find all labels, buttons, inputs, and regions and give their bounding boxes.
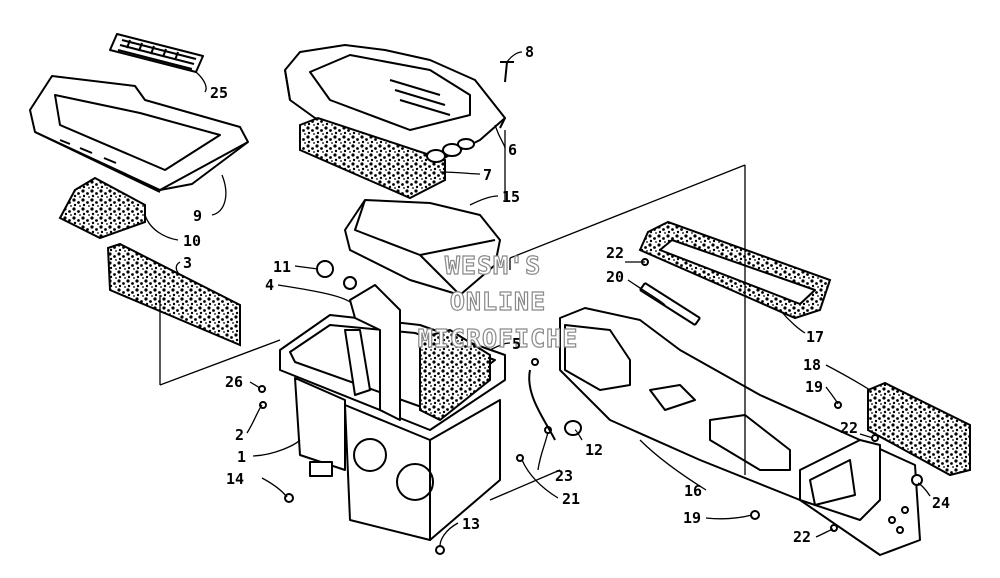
callout-8: 8 [525,43,534,61]
callout-18-right: 18 [803,356,821,374]
callout-17: 17 [806,328,824,346]
callout-7: 7 [483,166,492,184]
part-17-gasket [638,220,832,320]
watermark: WESM'S ONLINE MICROFICHE [417,250,579,353]
callout-3: 3 [183,254,192,272]
part-9-cover-plate [29,75,249,193]
callout-4: 4 [265,276,274,294]
callout-22-bottom: 22 [793,528,811,546]
part-18-rear-foam [867,381,971,477]
callout-26: 26 [225,373,243,391]
callout-12: 12 [585,441,603,459]
callout-15: 15 [502,188,520,206]
callout-10: 10 [183,232,201,250]
callout-1: 1 [237,448,246,466]
part-7-foam-pad [299,116,475,200]
part-5-foam-insert [419,328,491,422]
callout-19-right: 19 [805,378,823,396]
part-15-lid [344,199,501,296]
callout-13: 13 [462,515,480,533]
callout-11: 11 [273,258,291,276]
callout-25: 25 [210,84,228,102]
callout-2: 2 [235,426,244,444]
callout-24: 24 [932,494,950,512]
callout-20: 20 [606,268,624,286]
part-8-screw [500,61,514,83]
callout-16: 16 [684,482,702,500]
callout-21: 21 [562,490,580,508]
watermark-line-3: MICROFICHE [418,324,579,353]
part-10-foam-block [58,176,146,240]
part-6-upper-tray [284,44,506,161]
callout-9: 9 [193,207,202,225]
part-4-divider [344,284,401,421]
callout-23: 23 [555,467,573,485]
watermark-line-2: ONLINE [450,287,546,316]
watermark-line-1: WESM'S [445,251,541,280]
callout-22-mid: 22 [840,419,858,437]
callout-leaders [144,51,931,547]
callout-labels: 25 8 6 7 9 10 15 3 11 4 5 26 2 1 14 13 2… [183,43,950,546]
callout-14: 14 [226,470,244,488]
part-3-foam-strip [106,242,241,347]
part-11-knob [316,260,357,290]
callout-5: 5 [512,335,521,353]
part-16-rear-console [559,307,921,556]
part-20-bracket [639,282,701,326]
callout-22-top: 22 [606,244,624,262]
part-25-grille [109,33,204,73]
assembly-guide-lines [159,130,746,501]
callout-19-bottom: 19 [683,509,701,527]
callout-6: 6 [508,141,517,159]
